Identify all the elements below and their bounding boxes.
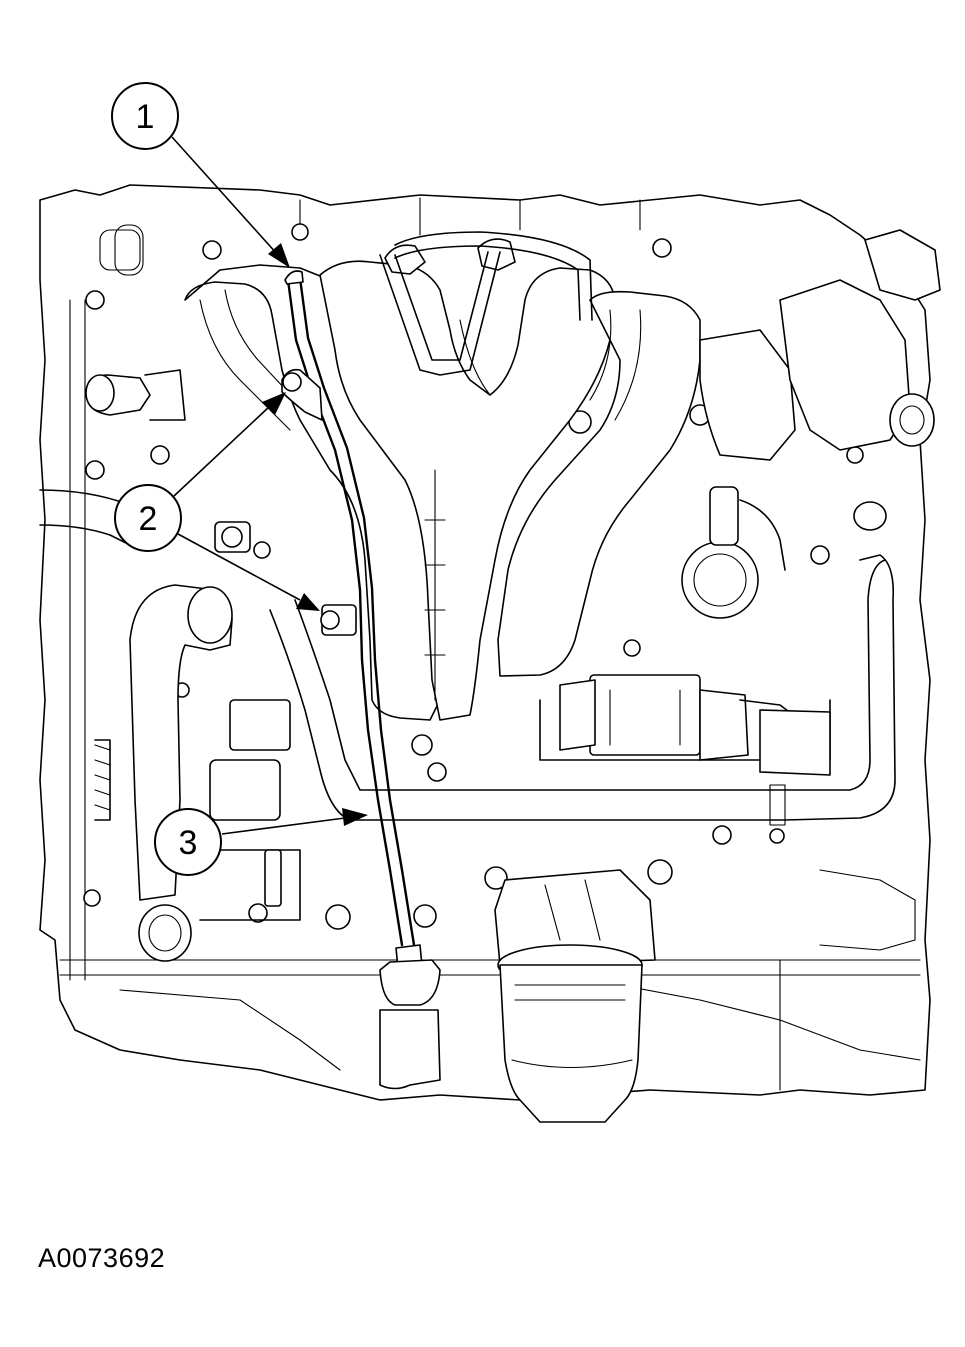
callout-2-arrowhead-lower <box>296 593 320 611</box>
starter-motor <box>539 674 831 776</box>
callout-3: 3 <box>154 808 368 876</box>
figure-id-label: A0073692 <box>38 1243 166 1273</box>
callout-3-arrowhead <box>342 808 368 826</box>
callout-2-number: 2 <box>139 500 158 538</box>
exhaust-manifold <box>184 238 701 721</box>
callout-2-arrowhead-upper <box>262 392 286 415</box>
callout-1-arrowhead <box>268 243 290 268</box>
callout-1: 1 <box>111 82 290 268</box>
callout-1-number: 1 <box>136 98 155 136</box>
engine-block <box>39 184 931 1101</box>
callout-2: 2 <box>114 392 320 611</box>
oil-filter <box>494 869 656 1123</box>
left-lower-components <box>94 521 301 921</box>
dipstick-tube <box>281 270 441 1090</box>
crossover-tubes <box>379 231 593 376</box>
callout-3-number: 3 <box>179 824 198 862</box>
left-hoses <box>39 369 896 962</box>
throttle-body <box>681 229 941 619</box>
